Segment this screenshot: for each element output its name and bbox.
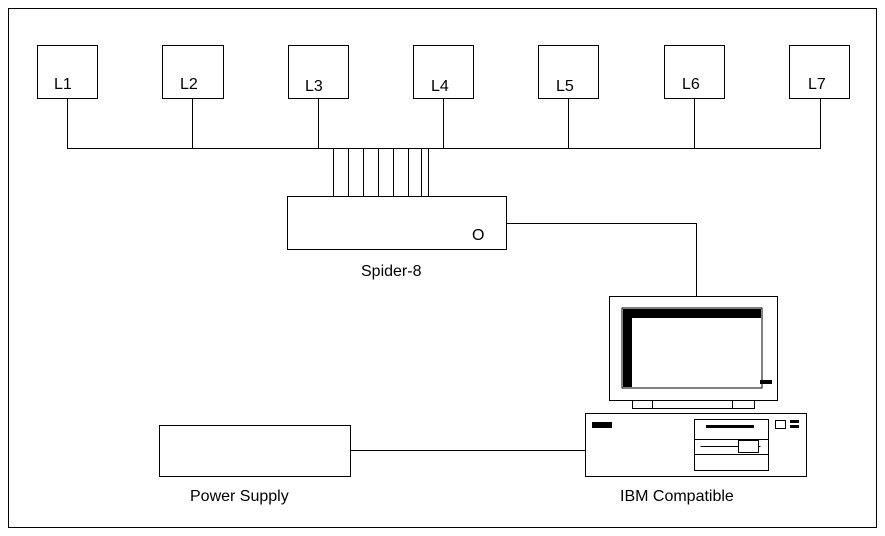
ibm-compatible-computer: IBM Compatible bbox=[585, 296, 807, 505]
spider-to-computer-cable bbox=[506, 223, 697, 296]
load-box bbox=[664, 45, 725, 99]
load-label: L2 bbox=[180, 76, 198, 93]
power-supply-label: Power Supply bbox=[190, 488, 289, 505]
load-box bbox=[789, 45, 850, 99]
load-box bbox=[37, 45, 98, 99]
case-badge bbox=[592, 422, 612, 428]
monitor-power-led bbox=[760, 380, 772, 384]
drive-slot bbox=[706, 425, 754, 428]
load-label: L4 bbox=[431, 78, 449, 95]
drive-latch bbox=[738, 440, 759, 453]
spider-8-amplifier: O Spider-8 bbox=[287, 196, 507, 280]
load-label: L3 bbox=[305, 78, 323, 95]
load-L4: L4 bbox=[413, 45, 474, 149]
spider-input-connectors bbox=[333, 148, 429, 197]
load-L1: L1 bbox=[37, 45, 98, 149]
amplifier-indicator: O bbox=[472, 227, 484, 244]
load-L5: L5 bbox=[538, 45, 599, 149]
load-L3: L3 bbox=[288, 45, 349, 149]
computer-label: IBM Compatible bbox=[620, 488, 734, 505]
load-L6: L6 bbox=[664, 45, 725, 149]
monitor-screen-shade-top bbox=[623, 309, 761, 318]
load-box bbox=[288, 45, 349, 99]
amplifier-box bbox=[287, 196, 507, 250]
load-label: L5 bbox=[556, 78, 574, 95]
desktop-case-icon bbox=[585, 413, 807, 477]
case-led bbox=[790, 420, 799, 423]
load-L7: L7 bbox=[789, 45, 850, 149]
monitor-screen-border bbox=[621, 307, 763, 389]
load-label: L6 bbox=[682, 76, 700, 93]
power-supply-box bbox=[159, 425, 351, 477]
load-label: L1 bbox=[54, 76, 72, 93]
case-led bbox=[790, 425, 799, 428]
monitor-screen-shade-left bbox=[623, 309, 632, 387]
amplifier-label: Spider-8 bbox=[361, 263, 422, 280]
monitor-icon bbox=[609, 296, 778, 409]
load-label: L7 bbox=[808, 76, 826, 93]
power-supply: Power Supply bbox=[159, 425, 351, 505]
load-box bbox=[538, 45, 599, 99]
case-button bbox=[775, 420, 786, 429]
monitor-stand bbox=[632, 400, 755, 409]
load-L2: L2 bbox=[162, 45, 224, 149]
